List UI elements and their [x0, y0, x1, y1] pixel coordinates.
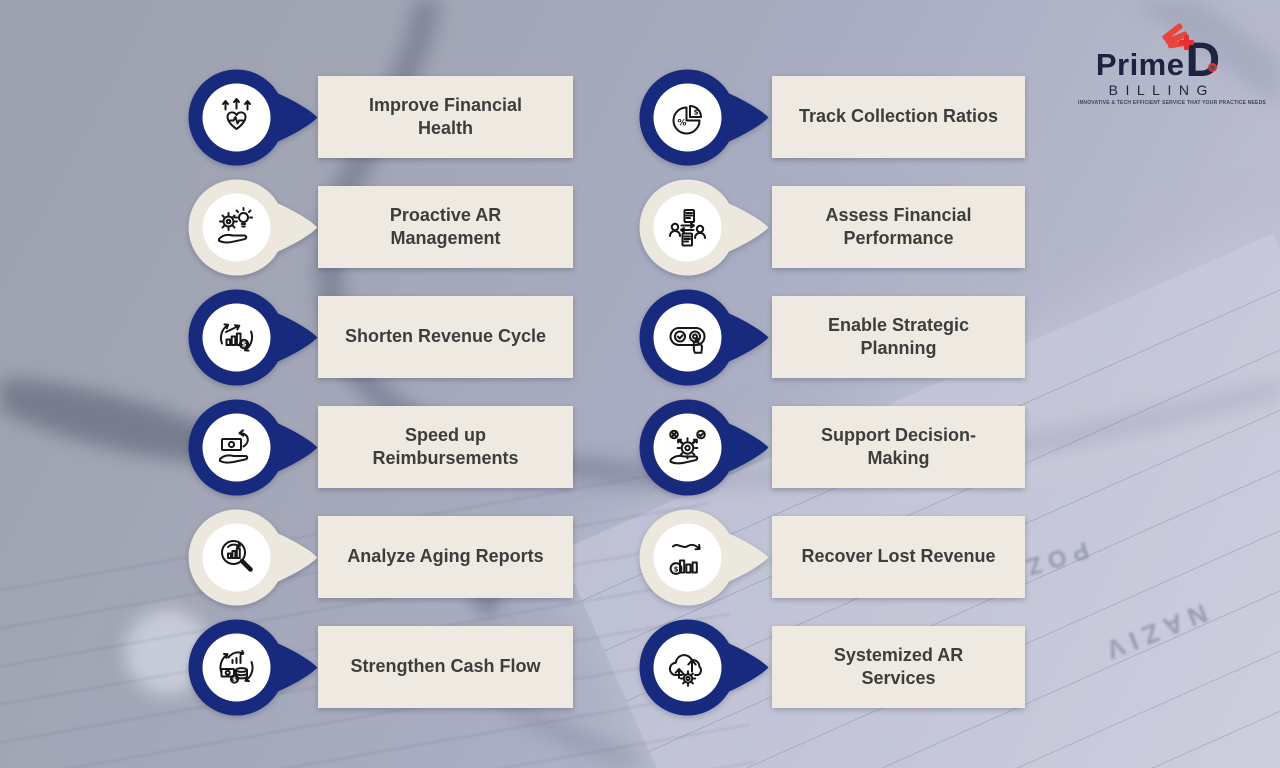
item-badge: $ [188, 289, 319, 386]
decision-gear-hand-icon [639, 399, 769, 495]
logo-wordmark: Prime D [1078, 22, 1238, 85]
cash-flow-cycle-icon: $ [188, 619, 318, 715]
item-label: Proactive AR Management [389, 204, 502, 248]
item-label: Strengthen Cash Flow [350, 656, 541, 677]
item-label: Shorten Revenue Cycle [344, 326, 547, 347]
item-badge [639, 399, 770, 496]
item-badge [639, 289, 770, 386]
toggle-press-icon [639, 289, 769, 385]
item-label: Recover Lost Revenue [801, 546, 996, 567]
revenue-cycle-icon: $ [188, 289, 318, 385]
logo-cross-icon [1178, 35, 1194, 50]
item-label-box: Shorten Revenue Cycle [318, 296, 573, 378]
logo-billing-text: BILLING [1108, 81, 1215, 98]
item-badge [188, 509, 319, 606]
item-label: Analyze Aging Reports [347, 546, 544, 567]
item-badge [188, 399, 319, 496]
svg-text:$: $ [232, 675, 237, 683]
item-label: Improve Financial Health [368, 94, 523, 138]
cash-return-hand-icon [188, 399, 318, 495]
svg-text:$: $ [674, 565, 679, 573]
item-badge: $ [639, 509, 770, 606]
item-badge: %$ [639, 69, 770, 166]
item-label: Speed up Reimbursements [372, 424, 519, 468]
people-exchange-icon [639, 179, 769, 275]
cloud-sync-gear-icon [639, 619, 769, 715]
magnifier-chart-icon [188, 509, 318, 605]
item-badge: $ [188, 619, 319, 716]
svg-text:%: % [677, 118, 686, 128]
item-label-box: Systemized AR Services [772, 626, 1025, 708]
svg-text:$: $ [241, 339, 246, 348]
primed-billing-logo: Prime D BILLING INNOVATIVE & TECH EFFICI… [1078, 22, 1266, 106]
item-label-box: Assess Financial Performance [772, 186, 1025, 268]
item-label: Enable Strategic Planning [827, 314, 970, 358]
item-label-box: Proactive AR Management [318, 186, 573, 268]
item-label-box: Enable Strategic Planning [772, 296, 1025, 378]
svg-text:$: $ [694, 108, 699, 116]
logo-d-text: D [1161, 22, 1220, 85]
item-label-box: Improve Financial Health [318, 76, 573, 158]
item-label: Track Collection Ratios [798, 106, 999, 127]
item-badge [188, 69, 319, 166]
item-badge [639, 179, 770, 276]
logo-stethoscope-icon [1208, 62, 1218, 72]
item-label-box: Recover Lost Revenue [772, 516, 1025, 598]
logo-tagline: INNOVATIVE & TECH EFFICIENT SERVICE THAT… [1078, 99, 1266, 106]
item-label: Systemized AR Services [833, 644, 964, 688]
item-label-box: Analyze Aging Reports [318, 516, 573, 598]
item-label-box: Speed up Reimbursements [318, 406, 573, 488]
logo-prime-text: Prime [1095, 47, 1185, 83]
document-faint-text: NAZIV [1095, 597, 1212, 669]
declining-chart-dollar-icon: $ [639, 509, 769, 605]
hand-gear-bulb-icon [188, 179, 318, 275]
item-label-box: Support Decision-Making [772, 406, 1025, 488]
item-label: Assess Financial Performance [825, 204, 972, 248]
health-growth-icon [188, 69, 318, 165]
item-badge [639, 619, 770, 716]
item-badge [188, 179, 319, 276]
pie-chart-icon: %$ [639, 69, 769, 165]
item-label: Support Decision-Making [820, 424, 976, 468]
item-label-box: Track Collection Ratios [772, 76, 1025, 158]
item-label-box: Strengthen Cash Flow [318, 626, 573, 708]
